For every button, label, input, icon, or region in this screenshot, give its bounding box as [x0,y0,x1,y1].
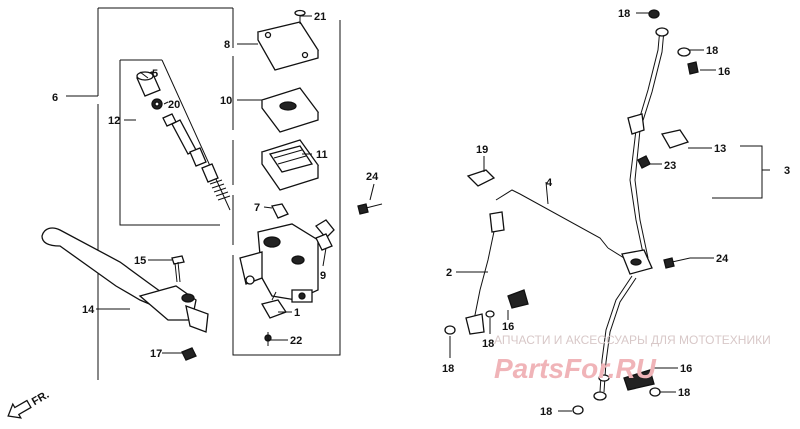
lower-brake-hose-2 [465,211,505,335]
front-direction-arrow: FR. [7,389,51,419]
label-22: 22 [290,335,302,347]
label-16-c: 16 [680,363,692,375]
label-8: 8 [224,39,230,51]
assembly-bracket-6 [97,7,341,380]
washer-18-bottom [572,405,584,415]
label-1: 1 [294,307,300,319]
screw-23 [637,155,651,169]
bolt-24-left [357,203,383,215]
label-19: 19 [476,144,488,156]
pivot-bolt-15 [171,255,185,283]
bolt-16-mid [485,289,529,318]
label-3: 3 [784,165,790,177]
lower-brake-hose-right [599,275,633,393]
master-cylinder-body [239,223,319,303]
watermark-brand: PartsFor.RU [494,353,657,384]
front-direction-label: FR. [30,389,51,408]
reservoir-cap [257,21,320,71]
label-20: 20 [168,99,180,111]
piston-set [136,71,231,201]
banjo-boot-9 [315,219,335,251]
label-5: 5 [152,68,158,80]
label-24-right: 24 [716,253,729,265]
reservoir-plate [260,87,320,133]
banjo-bolt-bottom [593,369,655,401]
label-2: 2 [446,267,452,279]
three-way-joint [621,249,653,275]
label-18-d: 18 [442,363,454,375]
hose-clamp-13 [627,113,690,149]
label-16-a: 16 [718,66,730,78]
assembly-bracket-12 [119,59,231,226]
assembly-bracket-3 [712,145,770,199]
label-4: 4 [546,177,553,189]
label-15: 15 [134,255,146,267]
label-13: 13 [714,143,726,155]
brake-pipe [495,189,609,249]
label-14: 14 [82,304,95,316]
washer-18-bottom-right [649,387,661,397]
leader-lines [66,12,716,412]
label-18-f: 18 [540,406,552,418]
banjo-bolt-top [648,9,669,37]
bolt-24-right [663,257,691,269]
watermark-caption: АПЧАСТИ И АКСЕССУАРЫ ДЛЯ МОТОТЕХНИКИ [494,333,771,347]
label-18-b: 18 [706,45,718,57]
label-23: 23 [664,160,676,172]
bracket-19 [466,169,496,187]
label-17: 17 [150,348,162,360]
label-11: 11 [316,149,328,161]
upper-brake-hose [629,27,661,259]
label-7: 7 [254,202,260,214]
screw-21 [294,9,306,24]
screw-22 [264,332,272,346]
label-18-a: 18 [618,8,630,20]
label-12: 12 [108,115,120,127]
label-9: 9 [320,270,326,282]
label-18-e: 18 [678,387,690,399]
label-21: 21 [314,11,326,23]
reservoir-diaphragm [260,139,320,191]
bolt-16-top [677,47,699,75]
label-24-left: 24 [366,171,379,183]
boot-7 [271,203,289,219]
label-18-c: 18 [482,338,494,350]
nut-17 [181,347,197,361]
brake-lever [41,227,209,333]
washer-18-left [444,325,456,335]
label-10: 10 [220,95,232,107]
label-16-b: 16 [502,321,514,333]
label-6: 6 [52,92,58,104]
